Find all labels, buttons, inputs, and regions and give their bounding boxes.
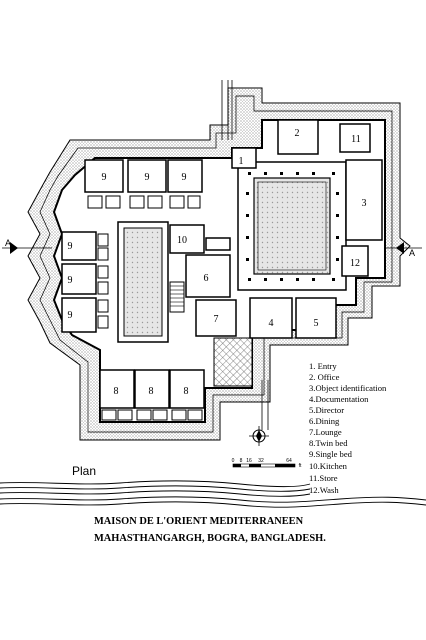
room-label-9e: 9 (68, 275, 73, 286)
room-label-9c: 9 (182, 172, 187, 183)
scale-label-32: 32 (258, 458, 264, 464)
room-labels: 1 2 3 4 5 6 7 8 8 8 9 9 9 9 9 9 10 11 12 (68, 128, 367, 397)
central-pool (117, 221, 169, 343)
legend-item-8: 8.Twin bed (309, 438, 348, 448)
legend-item-4: 4.Documentation (309, 394, 369, 404)
room-label-8b: 8 (149, 386, 154, 397)
room-label-6: 6 (204, 273, 209, 284)
room-label-3: 3 (362, 198, 367, 209)
svg-text:A: A (5, 238, 11, 248)
north-arrow-icon (249, 426, 269, 446)
room-label-8a: 8 (114, 386, 119, 397)
scale-label-16: 16 (246, 458, 252, 464)
room-label-9f: 9 (68, 310, 73, 321)
room-label-5: 5 (314, 318, 319, 329)
courtyard (237, 161, 347, 291)
scale-label-0: 0 (232, 458, 235, 464)
terrace (213, 337, 253, 387)
plan-label: Plan (72, 464, 96, 478)
section-marker-left: A (2, 238, 52, 254)
scale-label-8: 8 (240, 458, 243, 464)
section-marker-right: A (386, 242, 422, 258)
room-label-7: 7 (214, 314, 219, 325)
room-label-2: 2 (295, 128, 300, 139)
room-label-11: 11 (351, 134, 361, 145)
entry-path (221, 80, 269, 430)
legend: 1. Entry 2. Office 3.Object identificati… (309, 361, 387, 495)
room-label-9d: 9 (68, 241, 73, 252)
legend-item-3: 3.Object identification (309, 383, 387, 393)
legend-item-2: 2. Office (309, 372, 340, 382)
room-label-4: 4 (269, 318, 274, 329)
caption-line-1: MAISON DE L'ORIENT MEDITERRANEEN (94, 516, 304, 527)
legend-item-10: 10.Kitchen (309, 461, 348, 471)
site-contours (0, 480, 426, 508)
scale-unit: ft (299, 463, 302, 469)
room-label-1: 1 (239, 156, 244, 167)
scale-label-64: 64 (286, 458, 292, 464)
legend-item-12: 12.Wash (309, 485, 339, 495)
room-label-9b: 9 (145, 172, 150, 183)
room-label-12: 12 (350, 258, 360, 269)
scale-bar: 0 8 16 32 64 ft (232, 458, 302, 469)
room-label-8c: 8 (184, 386, 189, 397)
legend-item-11: 11.Store (309, 473, 338, 483)
stair (169, 281, 185, 313)
caption-line-2: MAHASTHANGARGH, BOGRA, BANGLADESH. (94, 533, 326, 544)
bath-blocks (87, 195, 203, 421)
room-label-9a: 9 (102, 172, 107, 183)
room-label-10: 10 (177, 235, 187, 246)
legend-item-5: 5.Director (309, 405, 344, 415)
legend-item-6: 6.Dining (309, 416, 340, 426)
legend-item-7: 7.Lounge (309, 427, 342, 437)
svg-text:A: A (409, 248, 415, 258)
room-walls (61, 119, 383, 409)
legend-item-1: 1. Entry (309, 361, 337, 371)
legend-item-9: 9.Single bed (309, 449, 353, 459)
